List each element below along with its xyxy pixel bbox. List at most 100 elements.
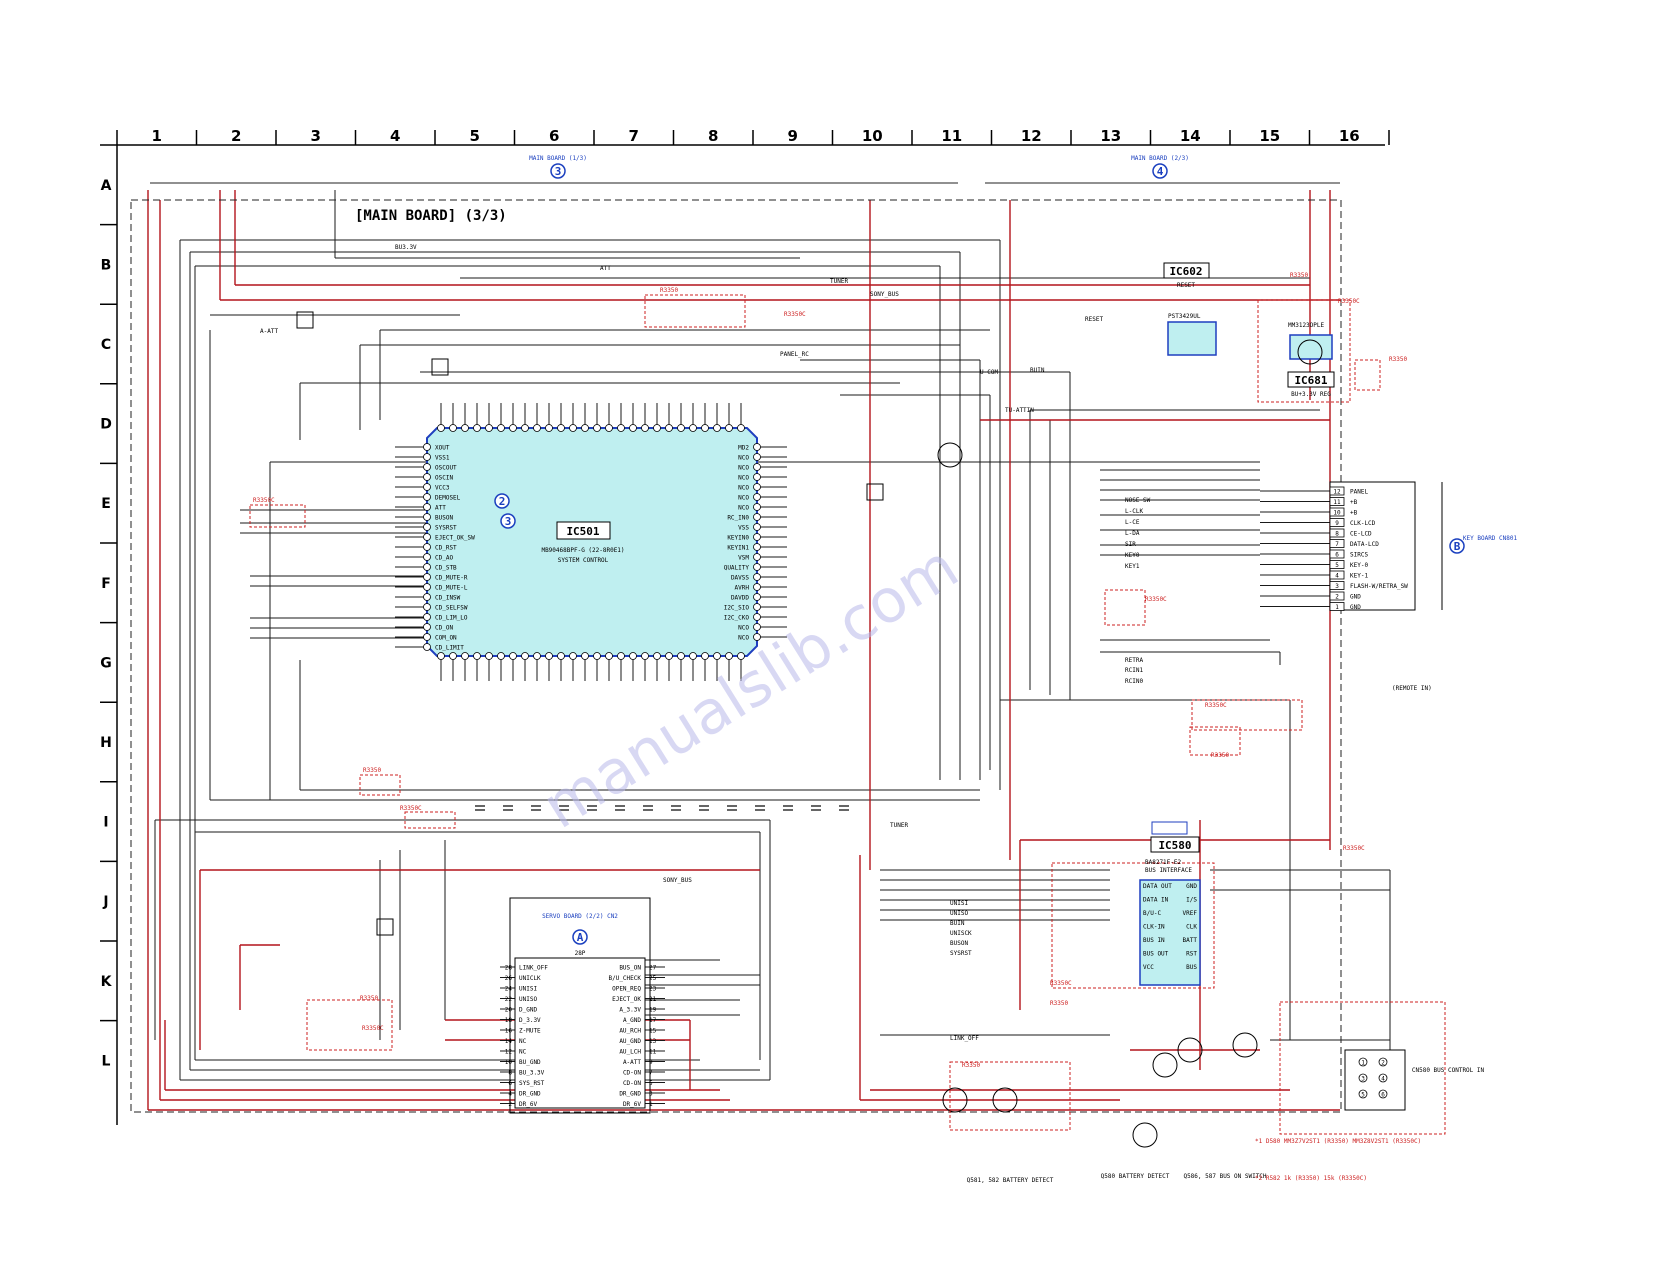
variant-label: R3350 (660, 287, 678, 294)
ic501-pin (753, 513, 761, 521)
ic501-pin (423, 613, 431, 621)
key-pin-number: 6 (1335, 552, 1339, 559)
servo-pin-left-number: 18 (505, 1017, 513, 1024)
ic501-pin (605, 424, 613, 432)
servo-pin-left-number: 10 (505, 1059, 513, 1066)
servo-connector-a (572, 929, 588, 945)
grid-row-letter: E (101, 496, 111, 512)
servo-pin-left-number: 2 (508, 1101, 512, 1108)
variant-label: R3350C (1050, 980, 1072, 987)
key-pin-signal: CE-LCD (1350, 531, 1372, 538)
servo-pin-left-number: 14 (505, 1038, 513, 1045)
ic501-pin (753, 583, 761, 591)
ic501-left-pin-label: VSS1 (435, 455, 450, 462)
variant-box (1189, 726, 1241, 756)
connector-3 (550, 163, 566, 179)
key-side-signal: RCIN1 (1125, 667, 1143, 674)
variant-box (306, 999, 393, 1051)
ic501-pin (557, 424, 565, 432)
servo-board-outline (509, 897, 651, 1114)
grid-column-number: 8 (708, 127, 718, 145)
ic580-variant-box (1051, 862, 1215, 989)
bus-signal-label: TU-ATTIN (1005, 407, 1034, 414)
servo-pin-left-signal: D_GND (519, 1007, 537, 1014)
grid-column-number: 15 (1259, 127, 1280, 145)
ic501-pin (423, 483, 431, 491)
ic501-right-pin-label: NCO (738, 465, 749, 472)
key-pin-number: 3 (1335, 583, 1339, 590)
transistor-symbol (1232, 1032, 1258, 1058)
ic501-pin (473, 652, 481, 660)
footer-note-1: *1 D580 MM3Z7V2ST1 (R3350) MM3Z8V2ST1 (R… (1255, 1138, 1421, 1145)
ic501-pin (753, 633, 761, 641)
servo-pin-left-number: 8 (508, 1070, 512, 1077)
ic501-pin (437, 424, 445, 432)
main-board-2-3-label: MAIN BOARD (2/3) (1131, 155, 1189, 162)
key-pin-box (1329, 591, 1345, 601)
ic580-body (1139, 879, 1201, 986)
servo-pin-right-number: 27 (649, 965, 657, 972)
ic602-desc: RESET (1177, 282, 1195, 289)
grid-row-letter: G (100, 655, 112, 671)
ic602-part: PST3429UL (1168, 313, 1201, 320)
key-pin-signal: CLK-LCD (1350, 520, 1376, 527)
bus-left-signal: BUIN (950, 920, 965, 927)
ic501-pin (461, 652, 469, 660)
ic501-ref-box (556, 521, 611, 540)
servo-pin-left-number: 24 (505, 986, 513, 993)
ic501-pin (557, 652, 565, 660)
grid-column-number: 11 (941, 127, 962, 145)
variant-box (1191, 699, 1303, 731)
ic501-left-pin-label: CD_STB (435, 565, 457, 572)
ic501-right-pin-label: NCO (738, 495, 749, 502)
key-board-connector-b-num: B (1454, 540, 1461, 553)
cn580-pin (1378, 1089, 1388, 1099)
bus-left-signal: BUSON (950, 940, 968, 947)
servo-pin-right-signal: AU_LCH (619, 1049, 641, 1056)
variant-label: R3350 (1290, 272, 1308, 279)
ic501-left-pin-label: CD_ON (435, 625, 453, 632)
ic501-desc: SYSTEM CONTROL (558, 557, 609, 564)
cn580-pin (1358, 1089, 1368, 1099)
ic501-pin (521, 424, 529, 432)
servo-pin-right-number: 17 (649, 1017, 657, 1024)
ic501-pin (569, 652, 577, 660)
variant-label: R3350 (360, 995, 378, 1002)
servo-pin-left-signal: UNISI (519, 986, 537, 993)
bus-signal-label: U-COM (980, 369, 998, 376)
ic580-empty-box (1151, 821, 1188, 835)
cn580-pin (1358, 1073, 1368, 1083)
ic580-pin-label: I/S (1186, 897, 1197, 904)
ic501-right-pin-label: KEYIN0 (727, 535, 749, 542)
servo-connector-body (514, 957, 646, 1109)
ic501-left-pin-label: CD_MUTE-L (435, 585, 468, 592)
cn580-pin-number: 5 (1361, 1092, 1365, 1099)
ic501-pin (461, 424, 469, 432)
cn580-pin (1358, 1057, 1368, 1067)
transistor-symbol (1297, 339, 1323, 365)
servo-pin-right-number: 21 (649, 996, 657, 1003)
ic501-pin (423, 533, 431, 541)
ic501-left-pin-label: CD_SELFSW (435, 605, 468, 612)
ic681-desc: BU+3.3V REG (1291, 391, 1331, 398)
ic501-part: MB90468BPF-G (22-8R0E1) (541, 547, 624, 554)
ic501-pin (701, 424, 709, 432)
servo-pin-right-number: 15 (649, 1028, 657, 1035)
key-pin-number: 2 (1335, 594, 1339, 601)
bus-signal-label: SONY_BUS (870, 291, 899, 298)
ic501-pin (713, 424, 721, 432)
key-pin-number: 5 (1335, 562, 1339, 569)
transistor-symbol (992, 1087, 1018, 1113)
grid-column-number: 12 (1021, 127, 1042, 145)
ic501-pin (581, 652, 589, 660)
servo-pin-right-signal: AU_RCH (619, 1028, 641, 1035)
key-pin-signal: GND (1350, 594, 1361, 601)
servo-pin-right-number: 3 (649, 1091, 653, 1098)
key-side-signal: L-CE (1125, 519, 1140, 526)
remote-in-label: (REMOTE IN) (1392, 685, 1432, 692)
key-pin-number: 7 (1335, 541, 1339, 548)
bus-signal-label: PANEL_RC (780, 351, 809, 358)
key-side-signal: KEY1 (1125, 563, 1140, 570)
cn580-pin-number: 2 (1381, 1060, 1385, 1067)
